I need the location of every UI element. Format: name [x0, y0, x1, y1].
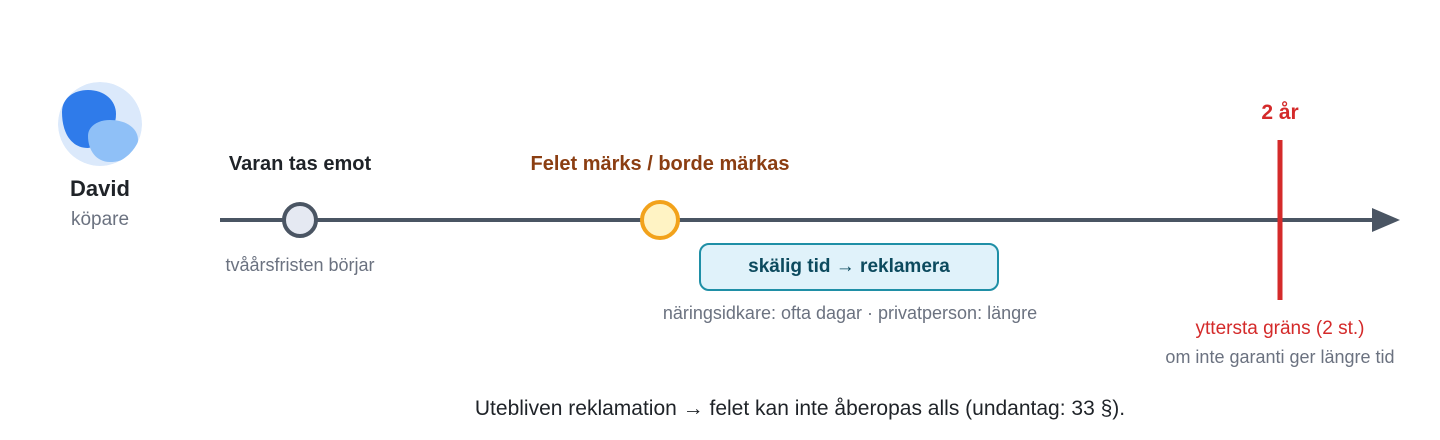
receive-marker — [282, 202, 318, 238]
limit-sublabel: om inte garanti ger längre tid — [1165, 347, 1395, 367]
footer-note: Utebliven reklamation → felet kan inte å… — [474, 397, 1126, 420]
buyer-avatar — [58, 82, 142, 166]
reasonable-time-note: näringsidkare: ofta dagar · privatperson… — [662, 303, 1038, 323]
timeline-arrowhead — [1372, 208, 1400, 232]
limit-text: yttersta gräns (2 st.) — [1195, 318, 1365, 339]
receive-sublabel: tvåårsfristen börjar — [225, 255, 375, 275]
defect-label: Felet märks / borde märkas — [530, 153, 790, 175]
person-icon — [58, 82, 142, 166]
reasonable-time-pill: skälig tid → reklamera — [699, 243, 999, 291]
receive-label: Varan tas emot — [228, 153, 372, 175]
buyer-role: köpare — [70, 209, 130, 230]
buyer-name: David — [70, 176, 130, 201]
two-year-label: 2 år — [1261, 101, 1299, 124]
defect-marker — [640, 200, 680, 240]
